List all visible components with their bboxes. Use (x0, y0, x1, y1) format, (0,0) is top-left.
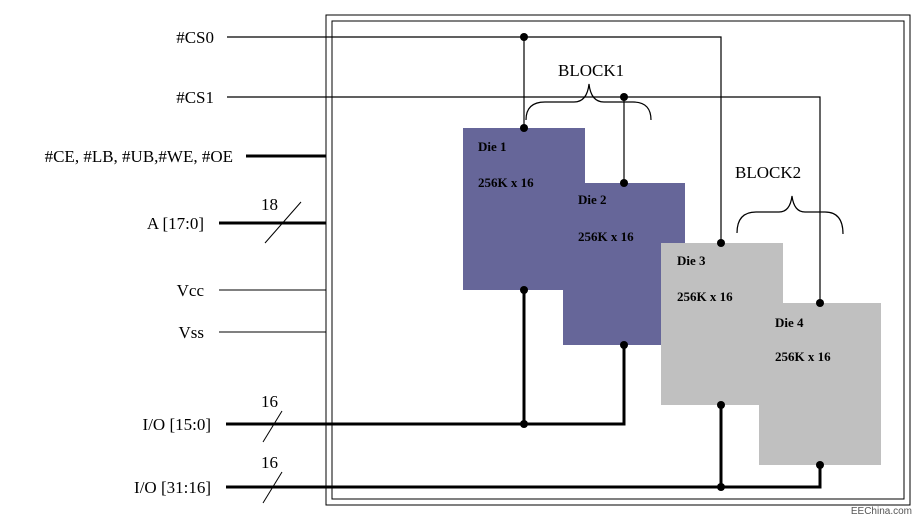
die-size-label: 256K x 16 (677, 289, 733, 304)
vss-label: Vss (178, 323, 204, 342)
address-label: A [17:0] (147, 214, 204, 233)
io-low-bus (226, 345, 626, 426)
package-inner-frame (331, 20, 905, 500)
cs1-label: #CS1 (176, 88, 214, 107)
die-4 (759, 303, 881, 465)
io-low-width-label: 16 (261, 392, 278, 411)
cs1-wire (227, 96, 821, 303)
die-name-label: Die 4 (775, 315, 804, 330)
watermark: EEChina.com (851, 506, 912, 517)
die-name-label: Die 1 (478, 139, 507, 154)
junction-dot (717, 483, 725, 491)
package-outer-frame (325, 14, 911, 506)
block1-label: BLOCK1 (558, 61, 624, 80)
junction-dot (520, 33, 528, 41)
io-low-bus-slash (262, 410, 283, 443)
die-size-label: 256K x 16 (578, 229, 634, 244)
cs0-label: #CS0 (176, 28, 214, 47)
io-high-bus (226, 465, 822, 489)
junction-dot (620, 93, 628, 101)
junction-dot (816, 299, 824, 307)
cs0-wire (227, 36, 722, 243)
die-name-label: Die 2 (578, 192, 607, 207)
block2-label: BLOCK2 (735, 163, 801, 182)
die-size-label: 256K x 16 (478, 175, 534, 190)
junction-dot (816, 461, 824, 469)
junction-dot (620, 341, 628, 349)
block1-brace (525, 83, 652, 121)
junction-dot (520, 286, 528, 294)
io-high-bus-slash (262, 471, 283, 504)
io-low-label: I/O [15:0] (143, 415, 211, 434)
block2-brace (736, 195, 844, 235)
address-bus-slash (264, 201, 302, 244)
control-signals-label: #CE, #LB, #UB,#WE, #OE (45, 147, 233, 166)
address-width-label: 18 (261, 195, 278, 214)
junction-dot (620, 179, 628, 187)
junction-dot (717, 401, 725, 409)
junction-dot (520, 124, 528, 132)
io-high-width-label: 16 (261, 453, 278, 472)
vcc-label: Vcc (177, 281, 205, 300)
junction-dot (717, 239, 725, 247)
die-size-label: 256K x 16 (775, 349, 831, 364)
junction-dot (520, 420, 528, 428)
die-name-label: Die 3 (677, 253, 706, 268)
io-high-label: I/O [31:16] (134, 478, 211, 497)
